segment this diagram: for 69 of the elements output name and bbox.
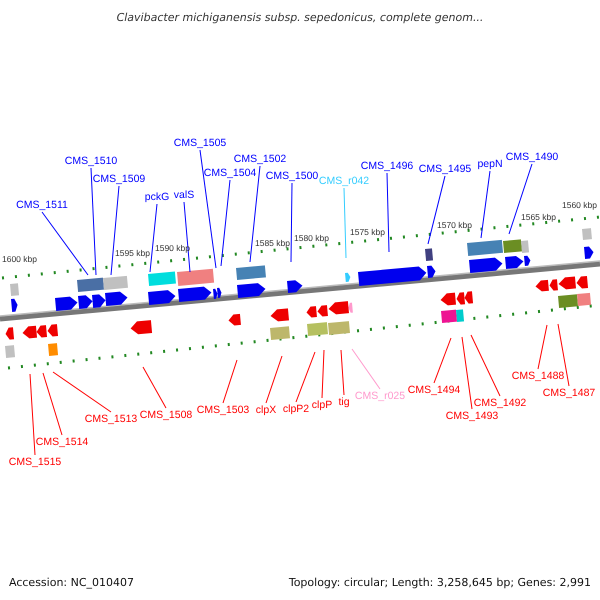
leader-line bbox=[200, 150, 216, 268]
gene-label: pckG bbox=[144, 191, 170, 203]
scale-label: 1580 kbp bbox=[294, 233, 329, 243]
footer-text: Topology: circular; Length: 3,258,645 bp; Genes: 2,991 bbox=[288, 577, 591, 589]
gene-label: CMS_1496 bbox=[360, 160, 414, 172]
gene-label: CMS_1504 bbox=[204, 167, 256, 179]
leader-line bbox=[344, 188, 346, 258]
leader-line bbox=[538, 324, 548, 370]
gene-label: CMS_1508 bbox=[140, 409, 192, 421]
leader-line bbox=[434, 338, 452, 384]
scale-label: 1565 kbp bbox=[521, 212, 556, 222]
leader-line bbox=[470, 334, 500, 396]
leader-line bbox=[42, 212, 88, 276]
leader-line bbox=[42, 372, 62, 436]
leader-line bbox=[220, 180, 230, 266]
gene-label: CMS_1488 bbox=[512, 370, 564, 382]
scale-label: 1595 kbp bbox=[115, 248, 150, 258]
leader-line bbox=[90, 168, 96, 276]
leader-line bbox=[184, 202, 190, 272]
gene-label: CMS_1487 bbox=[542, 387, 596, 399]
gene-label: CMS_1510 bbox=[64, 155, 118, 167]
leader-line bbox=[296, 352, 316, 402]
gene-label: CMS_1492 bbox=[474, 397, 526, 409]
gene-label: CMS_r042 bbox=[318, 175, 370, 187]
leader-line bbox=[222, 360, 238, 404]
leader-line bbox=[142, 366, 166, 408]
leader-line bbox=[480, 170, 490, 238]
title: Clavibacter michiganensis subsp. sepedonicus, complete genom... bbox=[116, 12, 484, 24]
gene-label: tig bbox=[338, 396, 350, 408]
gene-label: CMS_1503 bbox=[196, 404, 250, 416]
leader-line bbox=[508, 164, 532, 234]
leader-line bbox=[52, 372, 112, 412]
gene-label: CMS_1505 bbox=[174, 137, 226, 149]
leader-line bbox=[558, 324, 570, 386]
leader-line bbox=[322, 350, 324, 398]
leader-line bbox=[352, 348, 380, 390]
leader-line bbox=[290, 182, 292, 262]
gene-label: CMS_1493 bbox=[446, 410, 498, 422]
gene-label: pepN bbox=[477, 158, 503, 170]
leader-line bbox=[266, 356, 282, 404]
footer-text: Accession: NC_010407 bbox=[9, 577, 134, 589]
leader-line bbox=[150, 204, 158, 272]
scale-label: 1575 kbp bbox=[350, 227, 385, 237]
scale-label: 1585 kbp bbox=[255, 238, 290, 248]
gene-label: CMS_r025 bbox=[354, 390, 406, 402]
gene-label: CMS_1502 bbox=[234, 153, 286, 165]
gene-label: clpP bbox=[312, 399, 332, 411]
gene-label: clpX bbox=[256, 404, 276, 416]
scale-label: 1600 kbp bbox=[2, 254, 37, 264]
scale-label: 1560 kbp bbox=[562, 200, 597, 210]
leader-line bbox=[30, 374, 36, 456]
gene-label: CMS_1511 bbox=[16, 199, 68, 211]
leader-line bbox=[386, 172, 390, 252]
gene-label: CMS_1500 bbox=[266, 170, 318, 182]
scale-label: 1570 kbp bbox=[437, 220, 472, 230]
leader-line bbox=[250, 166, 260, 262]
leader-line bbox=[462, 336, 472, 410]
gene-label: CMS_1490 bbox=[506, 151, 558, 163]
leader-line bbox=[110, 186, 120, 276]
gene-label: valS bbox=[174, 189, 194, 201]
gene-label: CMS_1515 bbox=[8, 456, 62, 468]
leader-line bbox=[428, 176, 446, 244]
gene-label: clpP2 bbox=[282, 403, 310, 415]
gene-label: CMS_1513 bbox=[84, 413, 138, 425]
gene-label: CMS_1494 bbox=[408, 384, 460, 396]
gene-label: CMS_1509 bbox=[92, 173, 146, 185]
gene-label: CMS_1514 bbox=[36, 436, 88, 448]
gene-label: CMS_1495 bbox=[418, 163, 472, 175]
leader-line bbox=[340, 350, 344, 396]
